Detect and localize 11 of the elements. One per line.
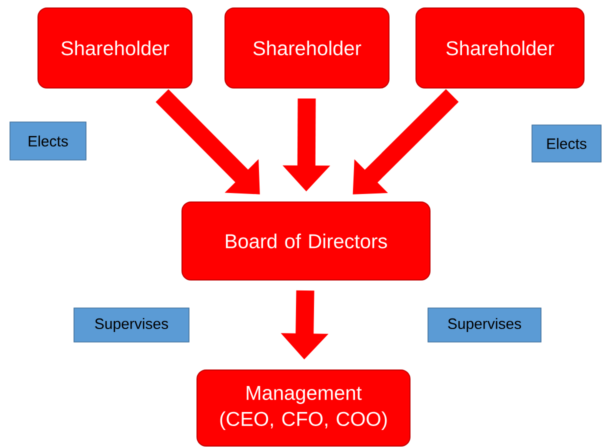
label-box: Elects [10,122,86,160]
label-box: Supervises [74,308,190,342]
process-box: Shareholder [416,8,584,88]
process-box: Management (CEO, CFO, COO) [196,370,410,446]
process-box: Board of Directors [182,202,430,280]
process-box: Shareholder [38,8,192,88]
label-box: Elects [532,124,602,162]
process-box: Shareholder [224,8,390,88]
block-arrow [352,89,459,194]
block-arrow [156,89,260,194]
label-box: Supervises [428,308,542,342]
